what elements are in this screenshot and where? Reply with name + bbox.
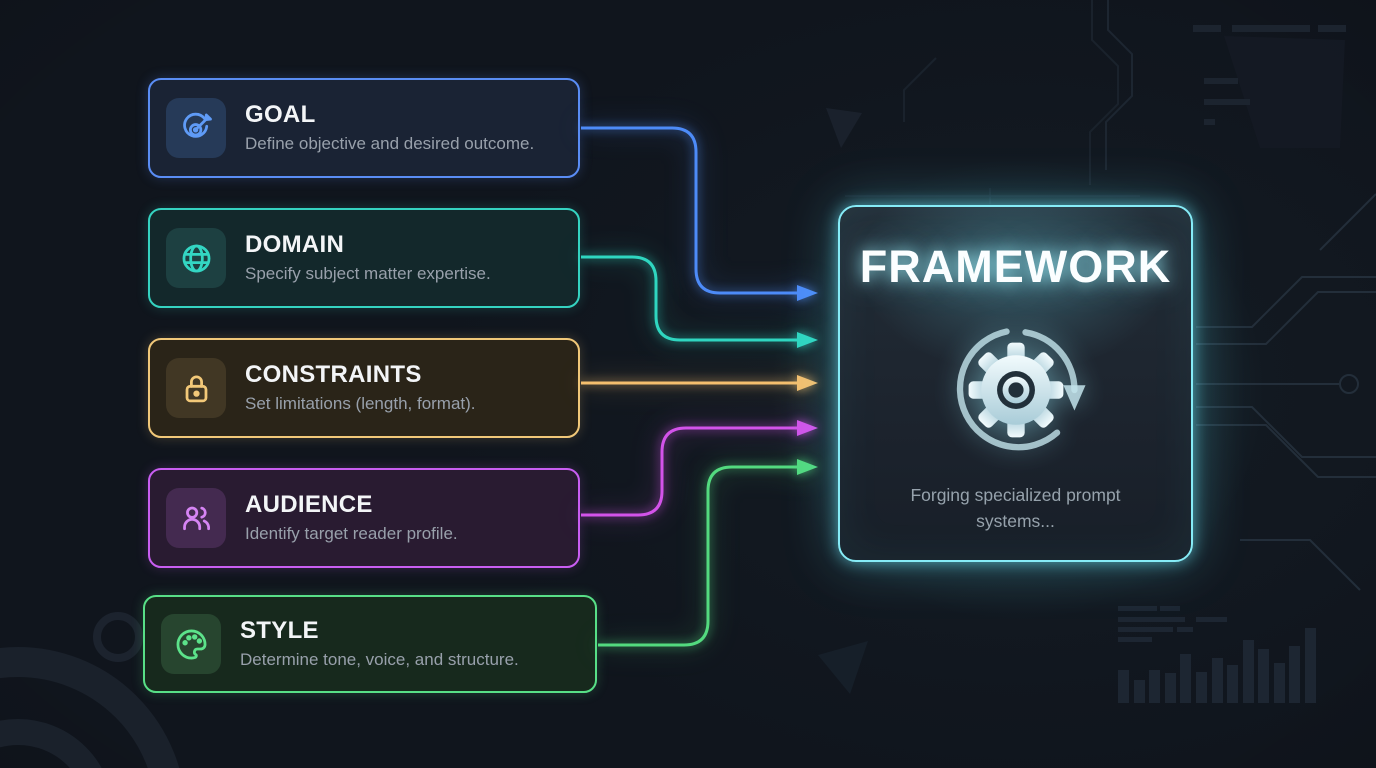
framework-caption: Forging specialized prompt systems...: [910, 485, 1121, 531]
domain-icon-tile: [166, 228, 226, 288]
card-goal-subtitle: Define objective and desired outcome.: [245, 134, 535, 154]
framework-title: FRAMEWORK: [859, 241, 1172, 292]
goal-icon-tile: [166, 98, 226, 158]
decor-slab: [1224, 36, 1345, 148]
card-goal-title: GOAL: [245, 100, 316, 128]
target-icon: [182, 112, 212, 138]
decor-bar-chart: [1118, 606, 1316, 703]
card-goal: GOAL Define objective and desired outcom…: [148, 78, 580, 178]
card-domain: DOMAIN Specify subject matter expertise.: [148, 208, 580, 308]
constraints-icon-tile: [166, 358, 226, 418]
card-constraints: CONSTRAINTS Set limitations (length, for…: [148, 338, 580, 438]
card-audience-subtitle: Identify target reader profile.: [245, 524, 458, 544]
card-constraints-title: CONSTRAINTS: [245, 360, 422, 388]
lock-icon: [185, 375, 207, 402]
users-icon: [182, 506, 210, 530]
globe-icon: [182, 244, 210, 272]
card-audience: AUDIENCE Identify target reader profile.: [148, 468, 580, 568]
decor-ring-small: [93, 612, 143, 662]
palette-icon: [176, 629, 206, 659]
decor-triangle-bottom: [818, 641, 868, 694]
audience-icon-tile: [166, 488, 226, 548]
decor-triangle-top: [826, 108, 862, 148]
card-domain-subtitle: Specify subject matter expertise.: [245, 264, 491, 284]
card-domain-title: DOMAIN: [245, 230, 345, 258]
card-style: STYLE Determine tone, voice, and structu…: [143, 595, 597, 693]
gear-cycle-icon: [956, 328, 1086, 451]
card-style-subtitle: Determine tone, voice, and structure.: [240, 650, 519, 670]
card-style-title: STYLE: [240, 616, 319, 644]
card-audience-title: AUDIENCE: [245, 490, 373, 518]
framework-box: FRAMEWORK: [838, 205, 1193, 562]
style-icon-tile: [161, 614, 221, 674]
card-constraints-subtitle: Set limitations (length, format).: [245, 394, 476, 414]
